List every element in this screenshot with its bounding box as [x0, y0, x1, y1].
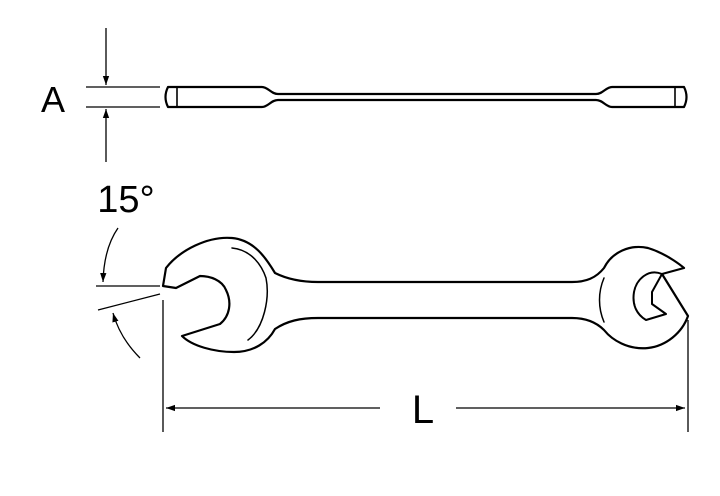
- wrench-outline: [161, 236, 690, 354]
- angle-dimension: [96, 227, 161, 359]
- thickness-dimension: [86, 28, 160, 162]
- wrench-side-view: [164, 85, 688, 109]
- length-dimension: [162, 300, 689, 432]
- thickness-label: A: [41, 79, 65, 120]
- wrench-front-view: [161, 236, 690, 354]
- angle-label: 15°: [97, 179, 154, 221]
- right-jaw-opening: [632, 271, 667, 321]
- length-label: L: [412, 388, 434, 432]
